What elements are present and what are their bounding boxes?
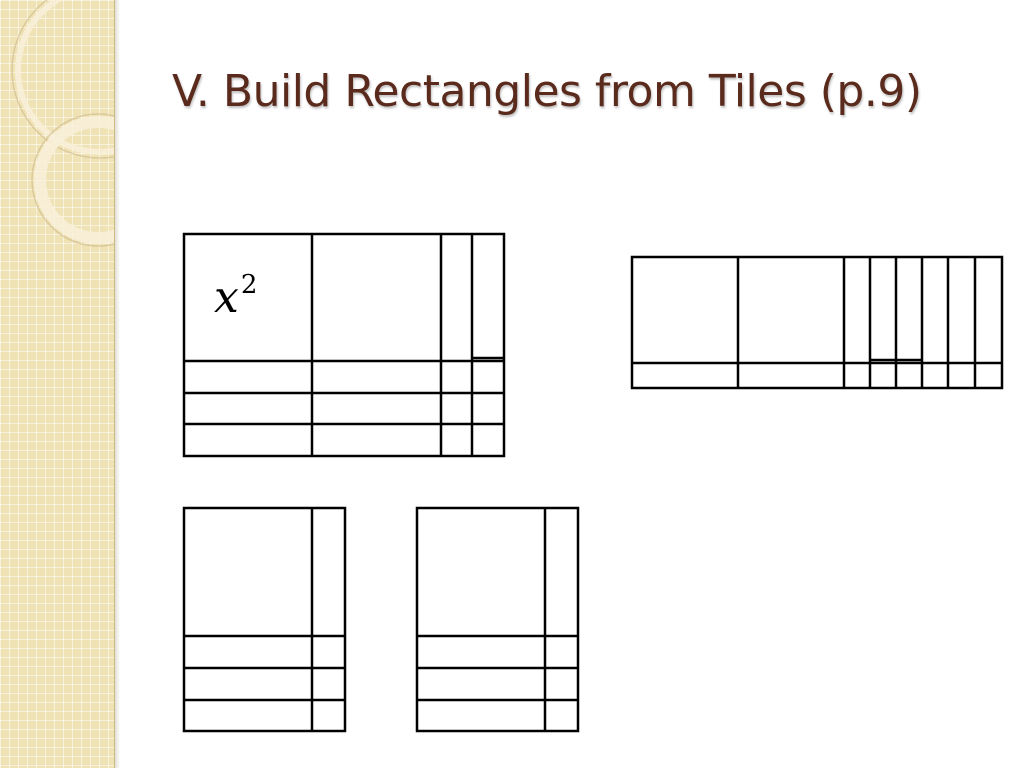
sidebar-shadow: [114, 0, 120, 768]
decorative-rings: [11, 0, 114, 247]
tile-rectangle-c: [182, 506, 347, 733]
slide-title: V. Build Rectangles from Tiles (p.9): [172, 66, 922, 117]
tile-rectangle-d: [415, 506, 580, 733]
x-squared-label: x2: [214, 272, 257, 320]
tile-rectangle-a: [182, 232, 506, 458]
tile-rectangle-b: [630, 255, 1004, 390]
exponent-2: 2: [240, 270, 258, 300]
x-variable: x: [214, 272, 239, 323]
decorative-sidebar: [0, 0, 115, 768]
